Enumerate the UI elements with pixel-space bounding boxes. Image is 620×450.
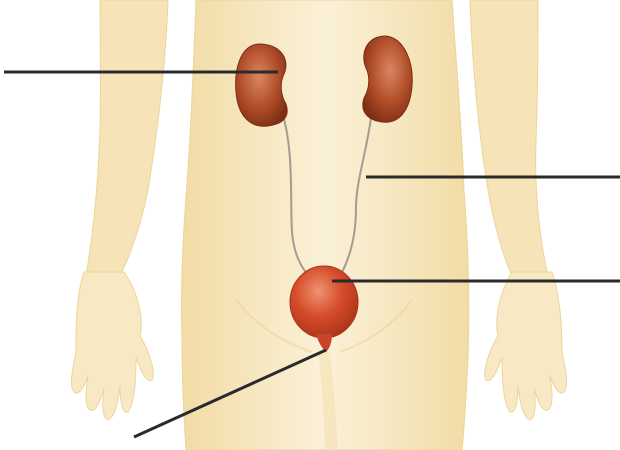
right-kidney: [363, 36, 412, 122]
left-kidney: [236, 44, 288, 126]
bladder: [290, 266, 358, 338]
